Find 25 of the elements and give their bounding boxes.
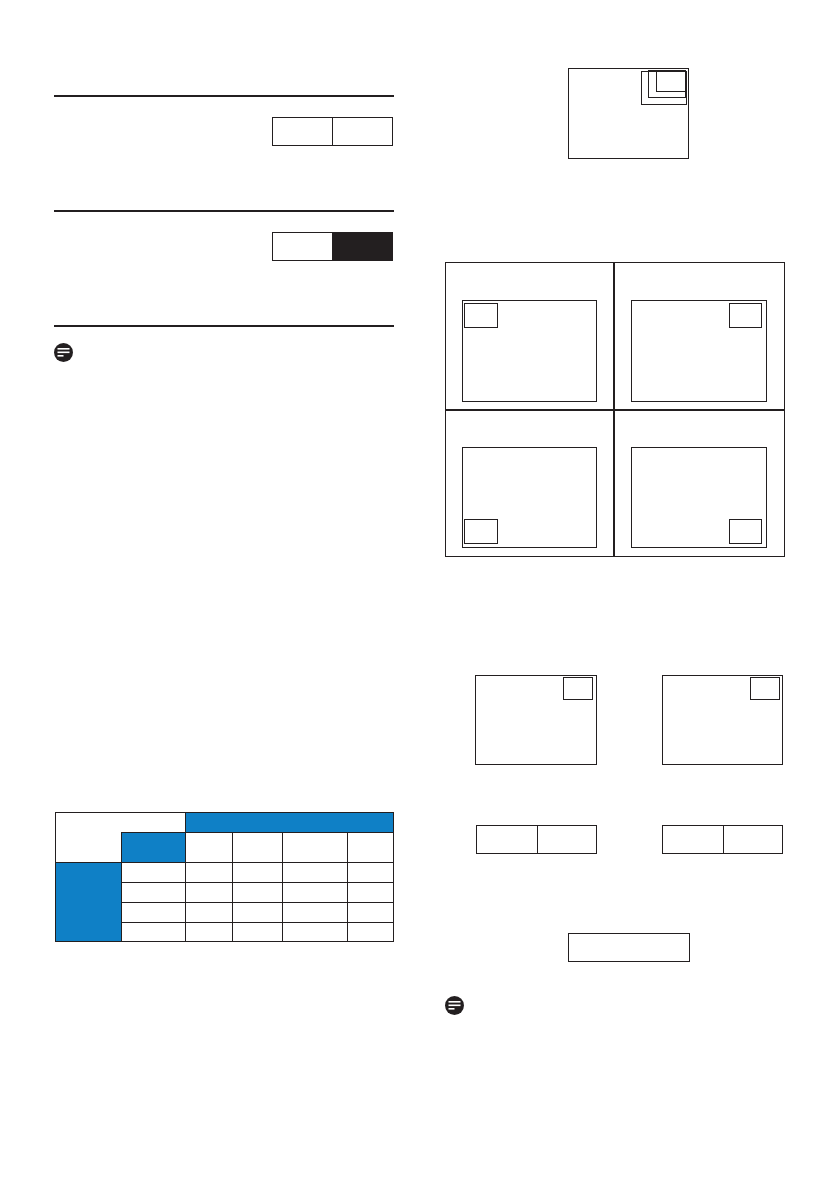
screen-outline: [630, 299, 767, 402]
segment-box: [537, 825, 597, 854]
screen-outline: [475, 675, 597, 765]
grid-panel: [445, 262, 785, 557]
inset-window: [655, 69, 686, 92]
screen-outline: [662, 675, 783, 765]
segment-box: [723, 825, 783, 854]
filled-segment: [332, 232, 393, 261]
screen-outline: [630, 446, 767, 548]
blank-box: [568, 933, 690, 962]
screen-outline: [568, 68, 689, 159]
segment-box: [476, 825, 538, 854]
inset-window: [749, 676, 780, 700]
inset-window: [464, 303, 498, 328]
screen-outline: [461, 299, 597, 402]
inset-window: [562, 676, 593, 700]
segment-box: [662, 825, 724, 854]
inset-window: [729, 519, 762, 544]
segment-box: [332, 117, 393, 146]
screen-outline: [461, 446, 597, 548]
segment-box: [272, 117, 333, 146]
inset-window: [464, 519, 498, 544]
inset-window: [648, 70, 686, 98]
inset-window: [640, 70, 687, 105]
inset-window: [729, 303, 762, 328]
